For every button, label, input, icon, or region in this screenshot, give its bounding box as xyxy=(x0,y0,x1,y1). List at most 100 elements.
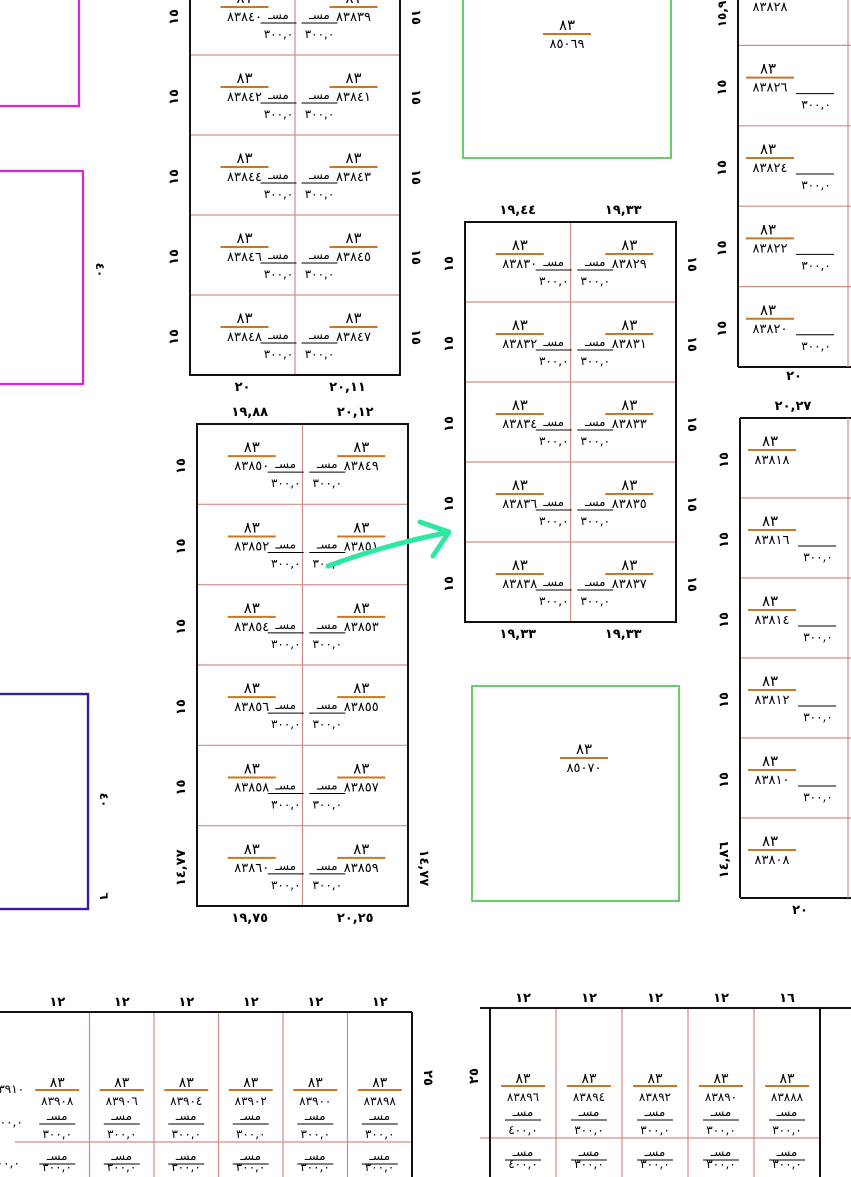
parcel-numerator: ٨٣ xyxy=(244,599,260,617)
parcel-numerator: ٨٣ xyxy=(236,229,252,247)
dimension-label: ٢٥ xyxy=(420,1070,435,1086)
dimension-label: ١٩,٣٣ xyxy=(605,203,642,218)
dimension-label: ١٢ xyxy=(581,991,597,1006)
parcel-numerator: ٨٣ xyxy=(621,396,637,414)
area-prefix: مسـ xyxy=(267,248,289,262)
dimension-label: ١٢ xyxy=(372,995,388,1010)
parcel-area: ٣٠٠,٠ xyxy=(801,258,831,272)
parcel-number: ٨٣٨٩٦ xyxy=(507,1090,539,1104)
area-prefix: مسـ xyxy=(239,1109,261,1123)
parcel-numerator: ٨٣ xyxy=(621,476,637,494)
right-column-bottom: ٨٣٨٣٨١٨١٥٨٣٨٣٨١٦٣٠٠,٠١٥٨٣٨٣٨١٤٣٠٠,٠١٥٨٣٨… xyxy=(717,417,851,899)
magenta-plot xyxy=(0,0,81,108)
parcel-area: ٣٠٠,٠ xyxy=(305,347,335,361)
area-prefix: مسـ xyxy=(542,495,564,509)
dimension-label: ٢٠ xyxy=(786,369,802,384)
area-prefix: مسـ xyxy=(542,335,564,349)
dimension-label: ٢٠,١٢ xyxy=(337,405,374,420)
area-prefix: مسـ xyxy=(578,1105,600,1119)
dimension-label: ١٤,٧٧ xyxy=(416,849,431,886)
area-prefix: مسـ xyxy=(274,538,296,552)
parcel-area: ٣٠٠,٠ xyxy=(271,878,301,892)
right-column-top: ٨٣٨٢٨٨٣٨٣٨٢٦٣٠٠,٠١٥٨٣٨٣٨٢٤٣٠٠,٠١٥٨٣٨٣٨٢٢… xyxy=(715,0,851,368)
parcel-area: ٣٠٠,٠ xyxy=(539,514,569,528)
parcel-numerator: ٨٣ xyxy=(345,229,361,247)
area-prefix: مسـ xyxy=(110,1109,132,1123)
parcel-area: ٣٠٠,٠ xyxy=(0,1156,20,1170)
area-prefix: مسـ xyxy=(368,1149,390,1163)
parcel-number: ٨٥٠٧٠ xyxy=(567,761,602,776)
parcel-numerator: ٨٣ xyxy=(50,1075,66,1091)
block-border xyxy=(464,221,677,623)
parcel-number: ٨٣٨١٦ xyxy=(755,533,790,548)
area-prefix: مسـ xyxy=(512,1105,534,1119)
parcel-numerator: ٨٣ xyxy=(647,1071,663,1087)
area-prefix: مسـ xyxy=(710,1145,732,1159)
parcel-area: ٣٠٠,٠ xyxy=(365,1160,395,1174)
area-prefix: مسـ xyxy=(308,168,330,182)
parcel-number: ٨٣٨٤٣ xyxy=(336,170,371,185)
parcel-area: ٣٠٠,٠ xyxy=(539,434,569,448)
dimension-label: ١٤,٧٧ xyxy=(174,849,189,886)
parcel-area: ٣٠٠,٠ xyxy=(264,347,294,361)
dimension-label: ١٥ xyxy=(684,256,699,272)
dimension-label: ١٥ xyxy=(174,458,189,474)
parcel-numerator: ٨٣ xyxy=(353,760,369,778)
area-prefix: مسـ xyxy=(710,1105,732,1119)
dimension-label: ١٥ xyxy=(167,9,182,25)
area-prefix: مسـ xyxy=(239,1149,261,1163)
parcel-numerator: ٨٣ xyxy=(244,679,260,697)
parcel-number: ٨٣٨٣٩ xyxy=(336,10,371,25)
parcel-number: ٨٣٨٥٣ xyxy=(344,620,379,635)
area-prefix: مسـ xyxy=(542,255,564,269)
parcel-number: ٨٣٨٩٠ xyxy=(705,1090,737,1104)
dimension-label: ١٥ xyxy=(717,612,732,628)
dimension-label: ١٢ xyxy=(515,991,531,1006)
parcel-number: ٨٣٨٤٦ xyxy=(227,250,262,265)
parcel-numerator: ٨٣ xyxy=(760,220,776,238)
parcel-number: ٨٣٩١٠ xyxy=(0,1082,24,1096)
parcel-number: ٨٣٨٢٦ xyxy=(753,81,788,96)
dimension-label: ١٥ xyxy=(715,240,730,256)
parcel-numerator: ٨٣ xyxy=(244,438,260,456)
dimension-label: ١٥ xyxy=(715,80,730,96)
area-prefix: مسـ xyxy=(512,1145,534,1159)
parcel-number: ٨٣٨٥٦ xyxy=(234,700,269,715)
parcel-area: ٣٠٠,٠ xyxy=(42,1127,72,1141)
area-prefix: مسـ xyxy=(274,457,296,471)
parcel-numerator: ٨٣ xyxy=(713,1071,729,1087)
parcel-numerator: ٨٣ xyxy=(512,396,528,414)
dimension-label: ١٥ xyxy=(684,416,699,432)
area-prefix: مسـ xyxy=(304,1109,326,1123)
parcel-numerator: ٨٣ xyxy=(779,1071,795,1087)
dimension-label: ١٥,٩ xyxy=(715,0,729,27)
parcel-numerator: ٨٣ xyxy=(760,301,776,319)
dimension-label: ١٩,٨٨ xyxy=(231,405,268,420)
parcel-number: ٨٣٨٣٢ xyxy=(502,337,537,352)
parcel-area: ٣٠٠,٠ xyxy=(171,1127,201,1141)
dimension-label: ١٩,٧٥ xyxy=(231,911,268,926)
area-prefix: مسـ xyxy=(316,457,338,471)
dimension-label: ٢٠ xyxy=(235,380,251,395)
parcel-area: ٤٠٠,٠ xyxy=(508,1157,538,1171)
area-prefix: مسـ xyxy=(316,779,338,793)
dimension-label: ١٢ xyxy=(647,991,663,1006)
dimension-label: ١٥ xyxy=(174,539,189,555)
parcel-numerator: ٨٣ xyxy=(114,1075,130,1091)
